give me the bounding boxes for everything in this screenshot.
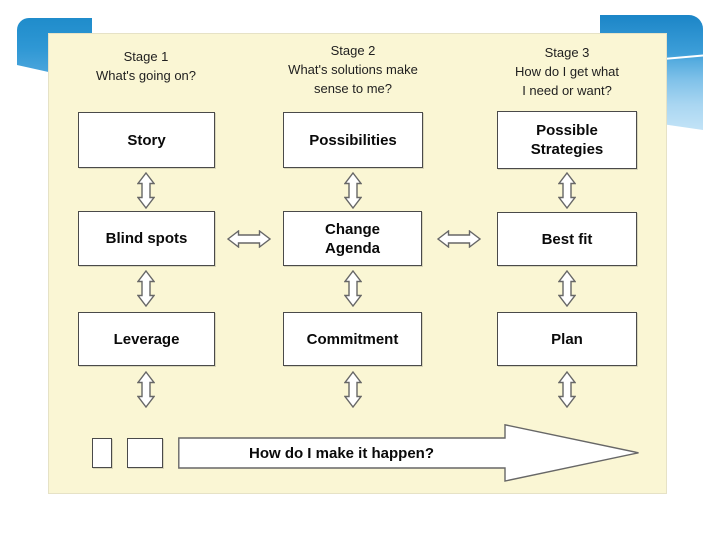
updown-arrow-icon xyxy=(558,371,576,408)
stage-1-header: Stage 1 What's going on? xyxy=(56,47,236,85)
updown-arrow-icon xyxy=(137,371,155,408)
big-right-arrow-icon xyxy=(178,424,639,482)
updown-arrow-icon xyxy=(344,172,362,209)
stage-1-question: What's going on? xyxy=(95,68,197,83)
stage-3-title: Stage 3 xyxy=(544,45,590,60)
updown-arrow-icon xyxy=(344,270,362,307)
updown-arrow-icon xyxy=(558,172,576,209)
small-rect-1 xyxy=(92,438,112,468)
box-best-fit: Best fit xyxy=(497,212,637,266)
box-change-agenda: Change Agenda xyxy=(283,211,422,266)
box-leverage: Leverage xyxy=(78,312,215,366)
box-story: Story xyxy=(78,112,215,168)
updown-arrow-icon xyxy=(137,270,155,307)
updown-arrow-icon xyxy=(558,270,576,307)
updown-arrow-icon xyxy=(137,172,155,209)
box-plan: Plan xyxy=(497,312,637,366)
leftright-arrow-icon xyxy=(227,230,271,248)
stage-1-title: Stage 1 xyxy=(123,49,169,64)
stage-2-question: What's solutions make sense to me? xyxy=(288,62,418,96)
stage-2-header: Stage 2 What's solutions make sense to m… xyxy=(263,41,443,98)
leftright-arrow-icon xyxy=(437,230,481,248)
updown-arrow-icon xyxy=(344,371,362,408)
small-rect-2 xyxy=(127,438,163,468)
box-possibilities: Possibilities xyxy=(283,112,423,168)
stage-2-title: Stage 2 xyxy=(330,43,376,58)
box-blind-spots: Blind spots xyxy=(78,211,215,266)
box-possible-strategies: Possible Strategies xyxy=(497,111,637,169)
stage-3-header: Stage 3 How do I get what I need or want… xyxy=(477,43,657,100)
box-commitment: Commitment xyxy=(283,312,422,366)
bottom-arrow-label: How do I make it happen? xyxy=(248,444,435,462)
stage-3-question: How do I get what I need or want? xyxy=(514,64,620,98)
